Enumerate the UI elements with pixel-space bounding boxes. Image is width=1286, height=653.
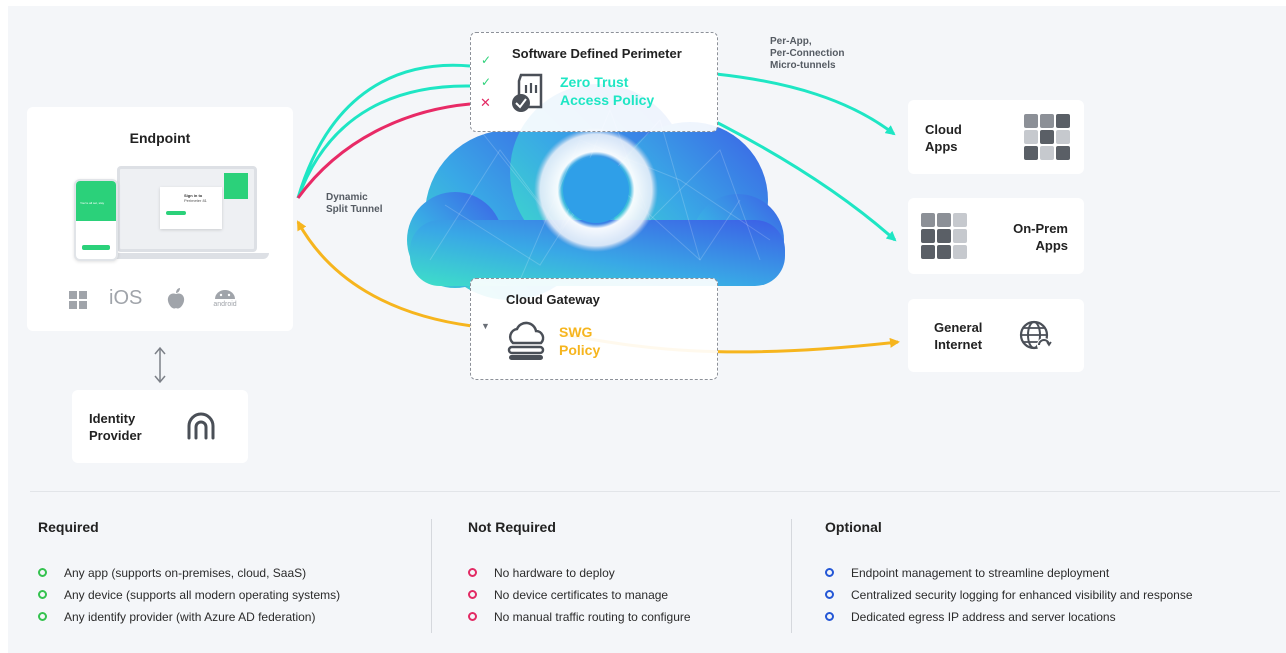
cross-icon: ✕ [480, 95, 491, 110]
globe-refresh-icon [1019, 320, 1052, 352]
ring-bullet-icon [468, 612, 477, 621]
optional-heading: Optional [825, 519, 882, 535]
ring-bullet-icon [38, 612, 47, 621]
endpoint-card: Endpoint Sign in to Perimeter 81 You're … [27, 107, 293, 331]
sdp-policy-label: Zero Trust Access Policy [560, 74, 655, 108]
list-item: No manual traffic routing to configure [468, 606, 691, 628]
apple-icon [167, 288, 185, 310]
list-item: No device certificates to manage [468, 584, 691, 606]
laptop-mockup: Sign in to Perimeter 81 [117, 166, 257, 252]
fingerprint-arch-icon [187, 412, 215, 440]
list-item: No hardware to deploy [468, 562, 691, 584]
cloud-apps-title: Cloud Apps [925, 122, 962, 154]
laptop-green-widget [224, 173, 248, 199]
check-icon: ✓ [481, 75, 492, 89]
section-divider [30, 491, 1280, 492]
column-divider [791, 519, 792, 633]
list-item: Any identify provider (with Azure AD fed… [38, 606, 340, 628]
cloud-gateway-box: Cloud Gateway ▼ SWG Policy [470, 278, 718, 380]
ring-bullet-icon [38, 590, 47, 599]
identity-provider-title: Identity Provider [89, 411, 142, 443]
ring-bullet-icon [468, 590, 477, 599]
laptop-base [105, 253, 269, 259]
ios-icon: iOS [109, 287, 143, 309]
software-defined-perimeter-box: Software Defined Perimeter ✓ ✓ ✕ Zero Tr… [470, 32, 718, 132]
ring-bullet-icon [468, 568, 477, 577]
onprem-apps-card: On-Prem Apps [908, 198, 1084, 274]
optional-list: Endpoint management to streamline deploy… [825, 562, 1193, 628]
general-internet-card: General Internet [908, 299, 1084, 372]
ring-bullet-icon [825, 612, 834, 621]
onprem-apps-title: On-Prem Apps [1013, 221, 1068, 253]
tunnel-line-pink [296, 102, 471, 199]
general-internet-title: General Internet [934, 320, 983, 352]
vertical-double-arrow [154, 346, 166, 384]
sdp-title: Software Defined Perimeter [512, 46, 682, 61]
access-policy-document-icon [512, 73, 543, 112]
windows-icon [69, 291, 87, 309]
app-grid-icon [921, 213, 967, 259]
split-tunnel-annotation: Dynamic Split Tunnel [326, 192, 383, 215]
check-icon: ✓ [481, 53, 492, 67]
tunnel-line-teal-top [296, 63, 471, 199]
app-grid-icon [1024, 114, 1070, 160]
list-item: Dedicated egress IP address and server l… [825, 606, 1193, 628]
gateway-policy-label: SWG Policy [559, 324, 601, 358]
list-item: Any app (supports on-premises, cloud, Sa… [38, 562, 340, 584]
not-required-list: No hardware to deploy No device certific… [468, 562, 691, 628]
column-divider [431, 519, 432, 633]
identity-provider-card: Identity Provider [72, 390, 248, 463]
not-required-heading: Not Required [468, 519, 556, 535]
android-icon: android [209, 285, 241, 313]
gateway-title: Cloud Gateway [506, 292, 600, 307]
list-item: Any device (supports all modern operatin… [38, 584, 340, 606]
cloud-apps-card: Cloud Apps [908, 100, 1084, 174]
phone-status-text: You're all set, stay [80, 201, 105, 205]
gateway-line-to-endpoint [296, 220, 473, 328]
laptop-signin-subtitle: Perimeter 81 [184, 198, 207, 203]
endpoint-title: Endpoint [129, 130, 191, 146]
filter-icon: ▼ [481, 321, 490, 331]
tunnel-line-to-onprem-apps [715, 120, 897, 242]
tunnel-line-teal-mid [296, 84, 471, 199]
ring-bullet-icon [38, 568, 47, 577]
list-item: Endpoint management to streamline deploy… [825, 562, 1193, 584]
ring-bullet-icon [825, 590, 834, 599]
tunnel-line-to-cloud-apps [715, 72, 896, 136]
phone-mockup: You're all set, stay [74, 179, 118, 261]
laptop-signin-title: Sign in to [184, 193, 203, 198]
required-heading: Required [38, 519, 99, 535]
ring-bullet-icon [825, 568, 834, 577]
laptop-login-window: Sign in to Perimeter 81 [160, 187, 222, 229]
android-label: android [213, 301, 237, 308]
required-list: Any app (supports on-premises, cloud, Sa… [38, 562, 340, 628]
cloud-server-icon [507, 321, 545, 360]
list-item: Centralized security logging for enhance… [825, 584, 1193, 606]
micro-tunnels-annotation: Per-App, Per-Connection Micro-tunnels [770, 36, 845, 71]
